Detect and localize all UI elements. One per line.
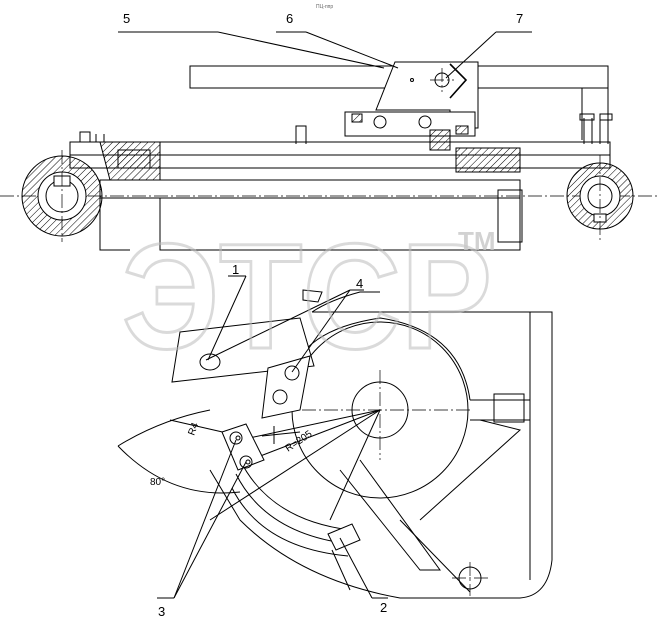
callout-3: 3 [158,604,165,619]
dim-r4: R4 [186,421,201,437]
callout-4: 4 [356,276,363,291]
top-note: ПЦ-ппр [316,4,333,10]
right-wheel [566,155,634,240]
center-stud [295,125,307,144]
left-wheel [21,150,103,242]
clamp-plate [344,111,476,137]
callout-6: 6 [286,11,293,26]
mount-block-part-3 [221,423,265,471]
plate-part-4 [261,355,311,419]
dim-angle: 80° [150,477,165,488]
watermark-text: ЭТСР [122,212,492,380]
callout-7: 7 [516,11,523,26]
watermark-logo: ЭТСР TM [121,211,496,382]
watermark-tm: TM [458,226,496,256]
callout-1: 1 [232,262,239,277]
callout-5: 5 [123,11,130,26]
left-studs [79,131,105,142]
upper-assembly-view: 5 6 7 [0,11,657,251]
lower-rod [99,179,521,199]
frame-outline [209,311,553,599]
diagonal-arm [339,459,441,571]
right-post [581,65,609,140]
callout-2: 2 [380,600,387,615]
bracket-pin [410,78,414,82]
right-studs [583,118,609,144]
angle-arc [117,409,211,447]
